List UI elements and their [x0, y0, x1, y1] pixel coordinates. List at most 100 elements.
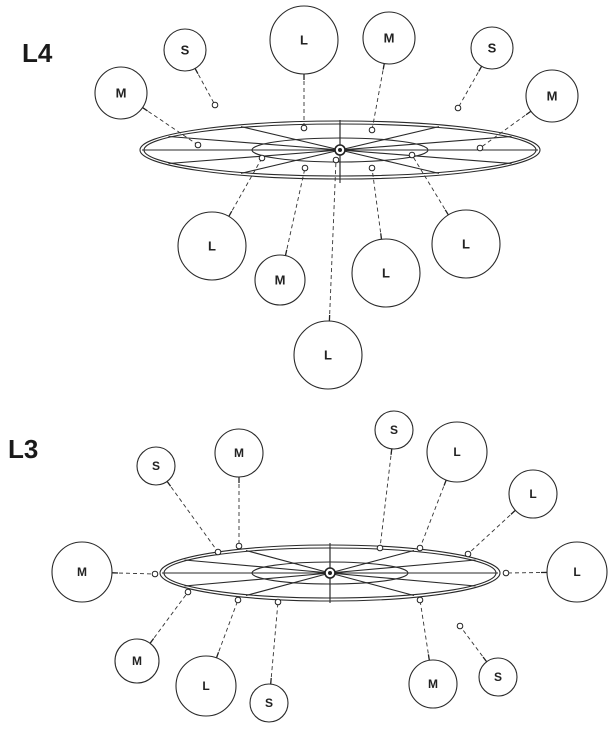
wire-tip [525, 110, 532, 116]
socket-connector [464, 550, 472, 558]
globe-6: M [476, 69, 579, 152]
globe-circle [269, 5, 339, 75]
chandelier-frame [139, 120, 541, 183]
wire-tip [482, 656, 488, 663]
frame-spoke [329, 549, 415, 574]
socket-connector [274, 598, 282, 606]
hanging-wire [166, 481, 219, 553]
socket-connector [151, 570, 159, 578]
center-hub-dot [328, 571, 332, 575]
globe-size-label: L [300, 33, 308, 48]
wire-tip [228, 210, 233, 217]
globe-9: L [175, 596, 242, 717]
hanging-wire [459, 625, 488, 663]
frame-spoke [168, 135, 341, 151]
frame-spoke [339, 149, 440, 174]
globe-5: M [94, 66, 202, 149]
globe-10: S [249, 598, 289, 723]
globe-circle [293, 320, 363, 390]
hanging-wire [111, 572, 156, 575]
hanging-wire [270, 601, 279, 685]
globe-size-label: L [573, 565, 580, 579]
wire-tip [380, 233, 383, 240]
wire-tip [443, 479, 447, 486]
frame-spoke [168, 149, 341, 165]
hanging-wire [149, 591, 189, 644]
globe-size-label: S [265, 696, 273, 710]
globe-2: L [269, 5, 339, 132]
socket-connector [454, 104, 462, 112]
chandelier-frame [159, 543, 501, 603]
globe-size-label: M [275, 273, 286, 288]
globe-size-label: S [488, 41, 497, 56]
globe-circle [94, 66, 148, 120]
globe-circle [254, 254, 306, 306]
socket-connector [301, 164, 309, 172]
globe-1: S [163, 28, 219, 109]
globe-size-label: L [202, 679, 209, 693]
globe-11: M [408, 596, 458, 709]
socket-connector [235, 542, 243, 550]
globe-8: M [254, 164, 309, 306]
globe-circle [214, 428, 264, 478]
globe-circle [546, 541, 608, 603]
globe-11: L [293, 156, 363, 390]
globe-circle [374, 410, 414, 450]
globe-7: L [177, 154, 266, 281]
globe-size-label: L [462, 237, 470, 252]
wire-tip [284, 249, 288, 256]
globe-circle [508, 469, 558, 519]
socket-connector [214, 548, 222, 556]
frame-spoke [184, 572, 331, 587]
globe-size-label: S [494, 670, 502, 684]
socket-connector [416, 596, 424, 604]
globe-circle [114, 638, 160, 684]
frame-spoke [339, 149, 512, 165]
globe-size-label: L [208, 239, 216, 254]
globe-circle [478, 657, 518, 697]
globe-circle [431, 209, 501, 279]
globe-circle [163, 28, 207, 72]
wire-tip [427, 654, 430, 661]
hanging-wire [419, 479, 447, 549]
hanging-wire [379, 448, 393, 549]
globe-circle [408, 659, 458, 709]
wire-tip [149, 638, 155, 644]
level-title-l4: L4 [22, 38, 53, 68]
wire-tip [142, 107, 148, 112]
hanging-wire [467, 509, 516, 555]
globe-9: L [351, 164, 421, 308]
wire-tip [390, 448, 393, 455]
globe-circle [351, 238, 421, 308]
hanging-wire [228, 157, 263, 217]
globe-size-label: S [152, 459, 160, 473]
globe-size-label: M [116, 86, 127, 101]
socket-connector [194, 141, 202, 149]
globe-circle [525, 69, 579, 123]
globe-size-label: M [77, 565, 87, 579]
wire-tip [215, 652, 220, 659]
globe-circle [249, 683, 289, 723]
socket-connector [234, 596, 242, 604]
frame-spoke [329, 559, 476, 574]
globe-size-label: M [428, 677, 438, 691]
globe-12: S [456, 622, 518, 697]
globe-5: M [51, 541, 159, 603]
globe-6: L [464, 469, 558, 558]
wire-tip [478, 65, 483, 72]
globe-4: S [454, 26, 514, 112]
socket-connector [211, 101, 219, 109]
globe-3: S [374, 410, 414, 552]
globe-size-label: L [324, 348, 332, 363]
globe-8: M [114, 588, 192, 684]
hanging-wire [285, 167, 306, 256]
wire-tip [166, 481, 172, 487]
globe-size-label: L [382, 266, 390, 281]
wire-tip [510, 509, 516, 515]
socket-connector [408, 151, 416, 159]
frame-spoke [329, 572, 415, 597]
frame-spoke [329, 572, 476, 587]
socket-connector [300, 124, 308, 132]
socket-connector [332, 156, 340, 164]
